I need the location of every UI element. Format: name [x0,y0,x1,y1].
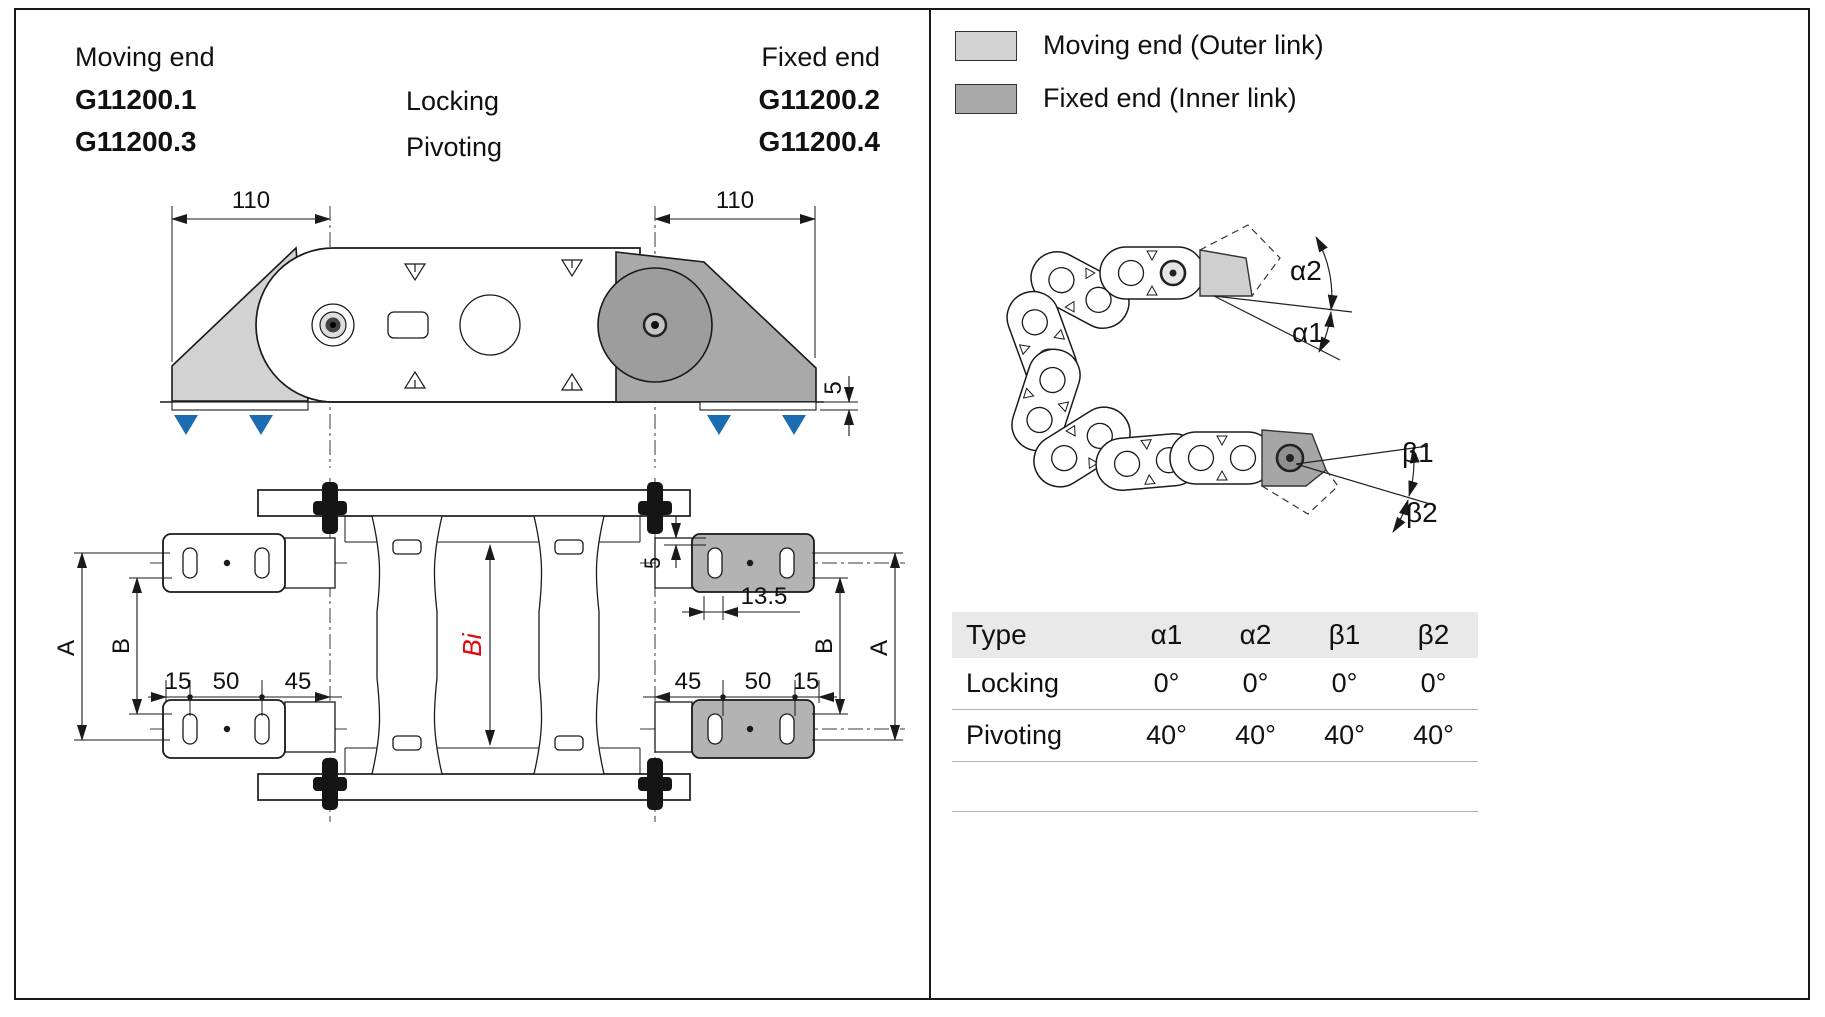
fixed-end-code-1: G11200.2 [759,84,880,115]
moving-end-title: Moving end [75,42,215,72]
cell-pivoting-b1: 40° [1324,720,1365,750]
dim-5-offset: 5 [640,557,665,569]
left-header: Moving end G11200.1 G11200.3 Locking Piv… [75,42,880,162]
mounting-marker [707,415,731,435]
moving-end-code-2: G11200.3 [75,126,196,157]
bend-diagram: α2 α1 β1 β2 [999,224,1438,533]
col-header-b1: β1 [1328,619,1361,650]
cell-pivoting-a1: 40° [1146,720,1187,750]
bolt [313,758,347,810]
dim-13-5: 13.5 [741,583,788,610]
angle-table: Type α1 α2 β1 β2 Locking 0° 0° 0° 0° Piv… [952,612,1478,812]
angle-label-b2: β2 [1406,497,1438,528]
cell-pivoting-a2: 40° [1235,720,1276,750]
bolt [638,758,672,810]
angle-label-a1: α1 [1292,317,1324,348]
legend: Moving end (Outer link) Fixed end (Inner… [955,30,1324,114]
top-view: Bi A B B A [53,478,905,822]
dim-foot-height: 5 [820,381,847,394]
bracket-top-left [162,533,286,593]
left-foot [171,401,309,411]
col-header-a2: α2 [1239,619,1272,650]
cell-pivoting-b2: 40° [1413,720,1454,750]
link-bar [371,515,443,775]
table-row-empty [952,762,1478,812]
moving-end-swatch [955,30,1017,61]
dim-50-left: 50 [213,668,240,695]
moving-end-code-1: G11200.1 [75,84,196,115]
dim-A-left: A [53,640,80,656]
link-body [255,247,641,403]
dim-45-left: 45 [285,668,312,695]
link-hole [459,294,521,356]
dim-pitch-right: 110 [716,187,754,214]
legend-label-fixed: Fixed end (Inner link) [1043,83,1297,113]
cell-locking-b2: 0° [1420,668,1447,698]
dim-pitch-left: 110 [232,187,270,214]
dim-45-right: 45 [675,668,702,695]
legend-label-moving: Moving end (Outer link) [1043,30,1324,60]
fixed-end-title: Fixed end [761,42,880,72]
side-view: 110 110 [160,187,858,468]
table-row-pivoting: Pivoting 40° 40° 40° 40° [952,710,1478,762]
legend-item-fixed: Fixed end (Inner link) [955,83,1324,114]
pivoting-label: Pivoting [406,132,502,162]
right-foot [699,401,817,411]
dim-inner-width-Bi: Bi [457,632,487,656]
legend-item-moving: Moving end (Outer link) [955,30,1324,61]
panel-divider [929,8,931,1000]
mounting-marker [174,415,198,435]
bracket-bottom-left [162,699,286,759]
col-header-a1: α1 [1150,619,1183,650]
col-header-type: Type [966,619,1027,650]
drawing-frame [14,8,1810,1000]
cell-locking-type: Locking [966,668,1060,698]
cell-locking-a1: 0° [1153,668,1180,698]
mounting-markers [174,415,806,435]
col-header-b2: β2 [1417,619,1450,650]
dim-50-right: 50 [745,668,772,695]
link-bar [533,515,605,775]
angle-label-a2: α2 [1290,255,1322,286]
locking-label: Locking [406,86,499,116]
fixed-end-swatch [955,83,1017,114]
dim-A-right: A [866,640,893,656]
moving-end-link [1199,249,1253,297]
fixed-end-code-2: G11200.4 [759,126,881,157]
cell-locking-b1: 0° [1331,668,1358,698]
dim-B-right: B [811,638,838,654]
angle-label-b1: β1 [1402,437,1434,468]
dim-B-left: B [108,638,135,654]
bracket-bottom-right [691,699,815,759]
dim-15-right: 15 [793,668,820,695]
mounting-marker [249,415,273,435]
cell-pivoting-type: Pivoting [966,720,1063,750]
dim-15-left: 15 [165,668,192,695]
cell-locking-a2: 0° [1242,668,1269,698]
table-row-locking: Locking 0° 0° 0° 0° [952,658,1478,710]
table-header-row: Type α1 α2 β1 β2 [952,612,1478,658]
mounting-marker [782,415,806,435]
